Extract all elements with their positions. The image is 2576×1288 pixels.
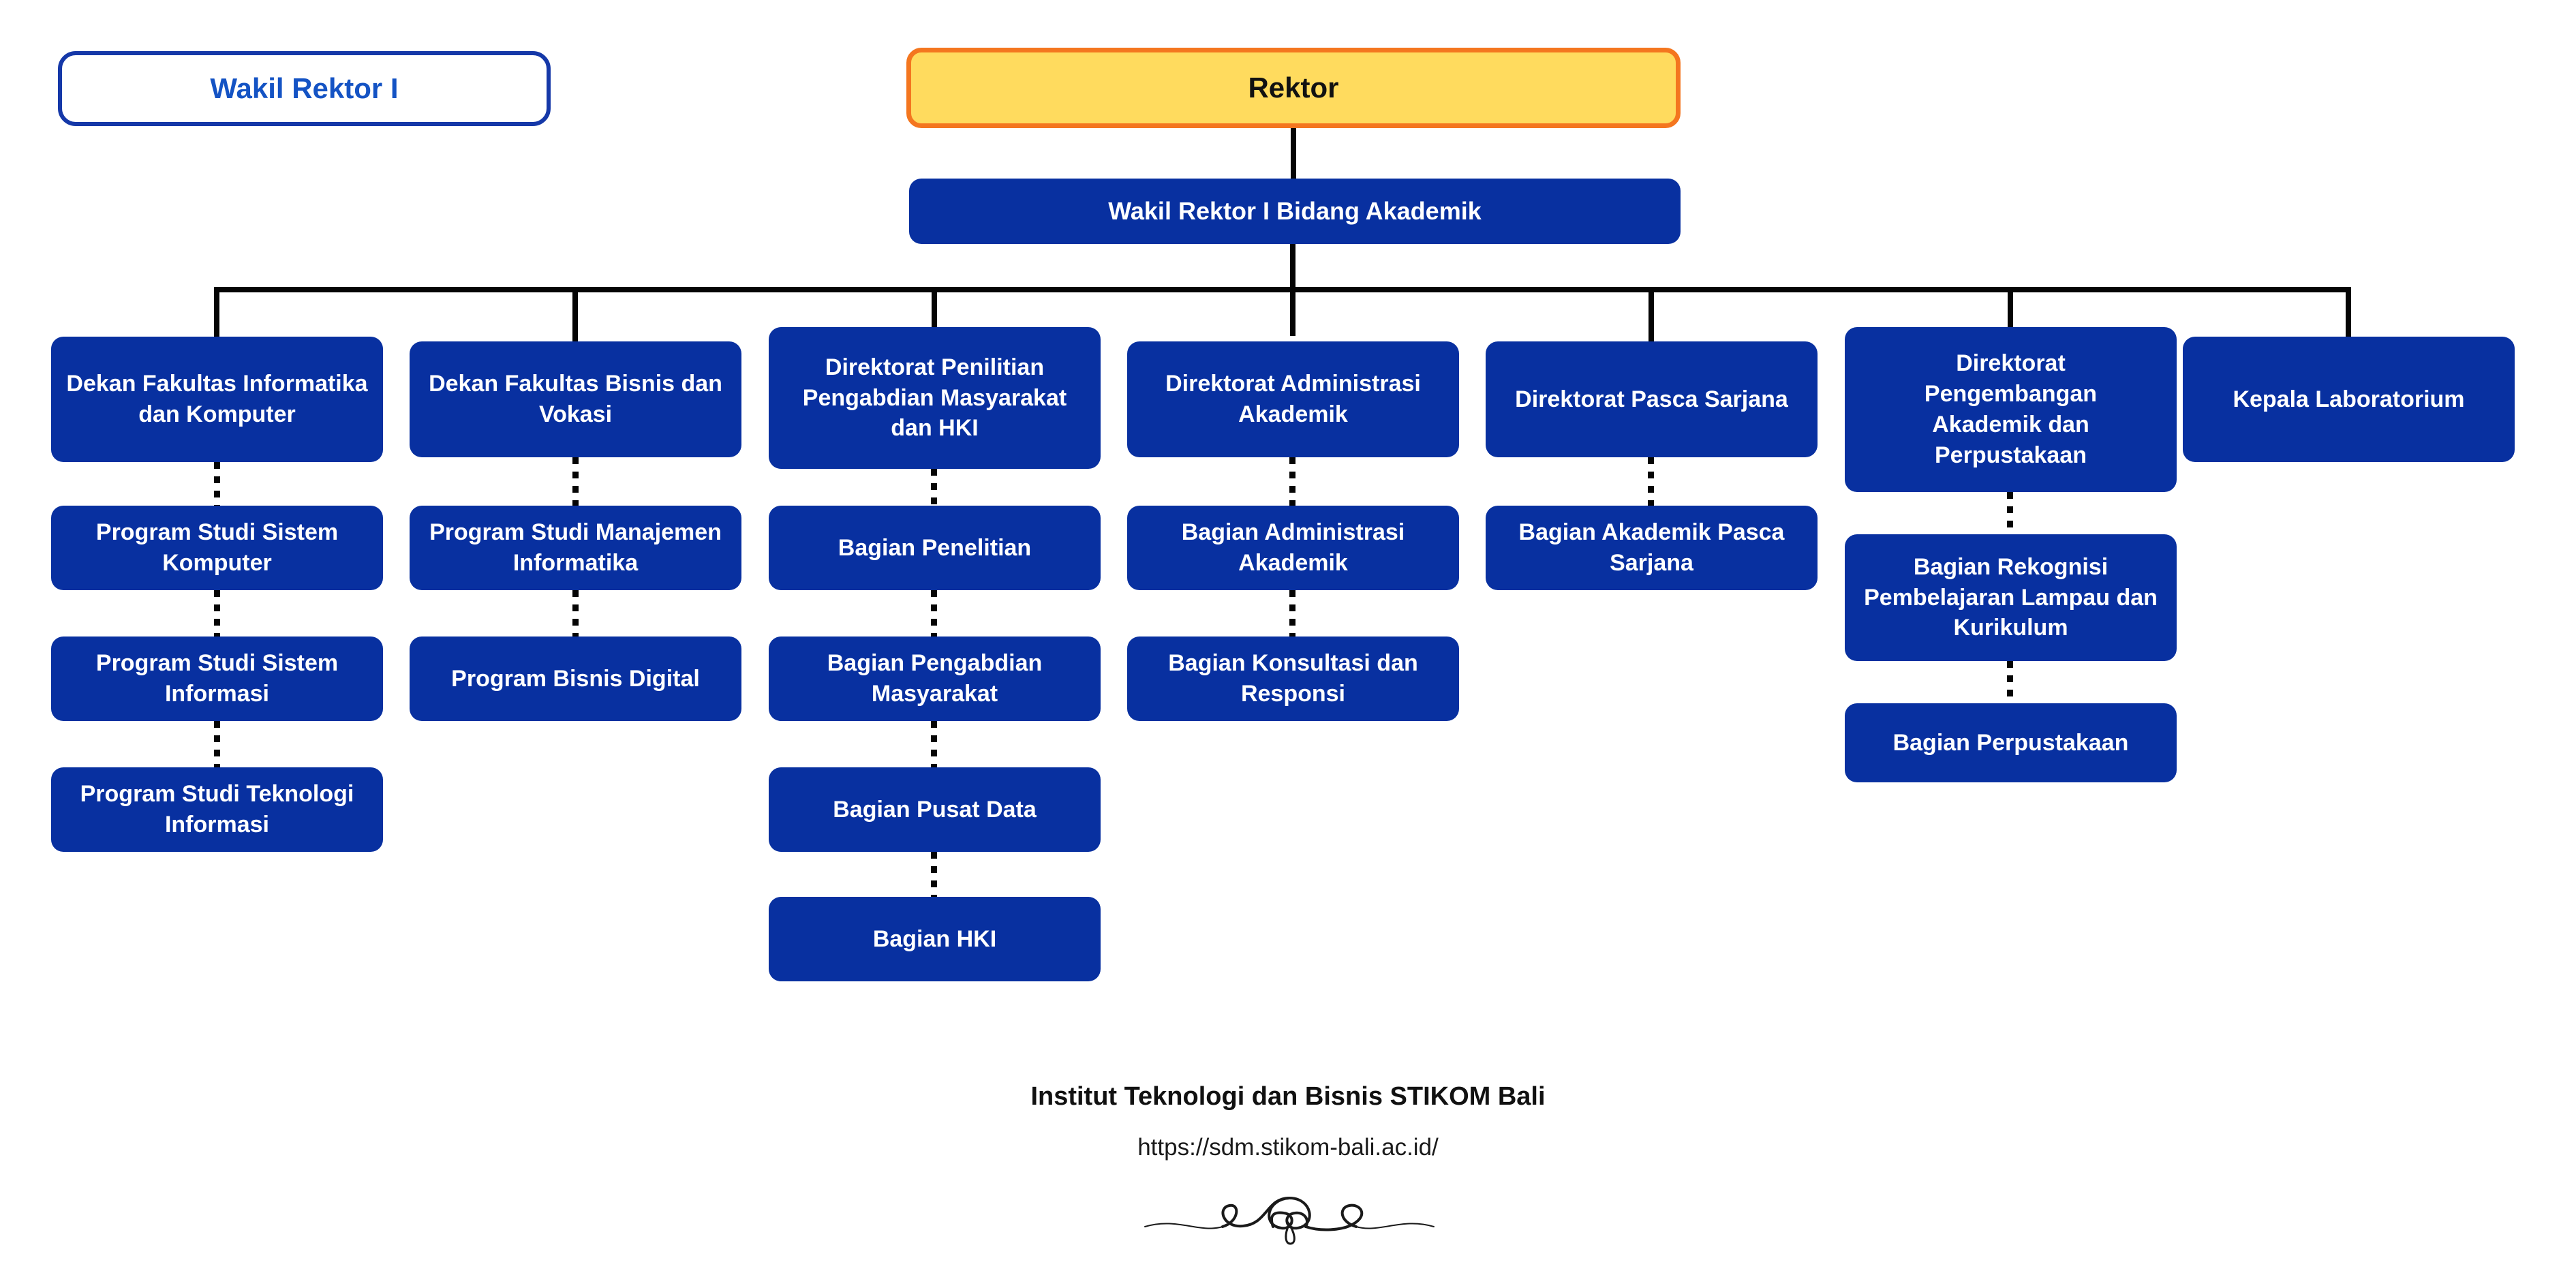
node-bagian-pengabdian-masyarakat: Bagian Pengabdian Masyarakat: [769, 637, 1101, 721]
node-ps-teknologi-informasi: Program Studi Teknologi Informasi: [51, 767, 383, 852]
node-label: Program Studi Teknologi Informasi: [80, 781, 354, 838]
connector-dotted: [214, 590, 220, 637]
node-wakil-rektor-bidang-akademik: Wakil Rektor I Bidang Akademik: [909, 179, 1681, 244]
connector-stub-col1: [214, 287, 219, 337]
node-label: Dekan Fakultas Informatika dan Komputer: [66, 371, 368, 427]
node-label: Kepala Laboratorium: [2233, 386, 2465, 412]
connector-dotted: [2007, 492, 2013, 534]
connector-dotted: [931, 590, 937, 637]
node-dekan-fbv: Dekan Fakultas Bisnis dan Vokasi: [410, 341, 741, 457]
connector-dotted: [931, 852, 937, 897]
node-program-bisnis-digital: Program Bisnis Digital: [410, 637, 741, 721]
node-label: Direktorat Pengembangan Akademik dan Per…: [1924, 350, 2098, 468]
node-rektor: Rektor: [906, 48, 1681, 128]
node-bagian-akademik-pasca-sarjana: Bagian Akademik Pasca Sarjana: [1486, 506, 1818, 590]
connector-rail: [214, 287, 2351, 292]
connector-stub-col3: [932, 287, 937, 327]
node-bagian-konsultasi-responsi: Bagian Konsultasi dan Responsi: [1127, 637, 1459, 721]
node-dekan-fik: Dekan Fakultas Informatika dan Komputer: [51, 337, 383, 462]
node-label: Bagian Konsultasi dan Responsi: [1168, 650, 1418, 707]
node-kepala-laboratorium: Kepala Laboratorium: [2183, 337, 2515, 462]
node-ps-sistem-informasi: Program Studi Sistem Informasi: [51, 637, 383, 721]
connector-dotted: [1289, 590, 1295, 637]
node-label: Bagian Administrasi Akademik: [1181, 519, 1405, 576]
node-bagian-rekognisi: Bagian Rekognisi Pembelajaran Lampau dan…: [1845, 534, 2177, 661]
node-label: Bagian Akademik Pasca Sarjana: [1518, 519, 1785, 576]
node-bagian-administrasi-akademik: Bagian Administrasi Akademik: [1127, 506, 1459, 590]
connector-dotted: [931, 469, 937, 506]
node-direktorat-administrasi-akademik: Direktorat Administrasi Akademik: [1127, 341, 1459, 457]
connector-dotted: [214, 462, 220, 506]
connector-dotted: [1648, 457, 1654, 506]
node-ps-sistem-komputer: Program Studi Sistem Komputer: [51, 506, 383, 590]
node-label: Bagian Perpustakaan: [1892, 729, 2129, 756]
connector-dotted: [572, 590, 579, 637]
node-bagian-hki: Bagian HKI: [769, 897, 1101, 981]
node-label: Bagian Penelitian: [838, 534, 1032, 561]
node-rektor-label: Rektor: [1248, 72, 1339, 104]
wakil-rektor-legend-label: Wakil Rektor I: [210, 72, 399, 104]
node-label: Program Bisnis Digital: [451, 665, 700, 692]
connector-stub-col5: [1649, 287, 1654, 341]
node-label: Program Studi Manajemen Informatika: [429, 519, 722, 576]
node-label: Program Studi Sistem Komputer: [95, 519, 339, 576]
node-direktorat-penelitian-ppm-hki: Direktorat Penilitian Pengabdian Masyara…: [769, 327, 1101, 469]
node-label: Direktorat Penilitian Pengabdian Masyara…: [802, 354, 1067, 442]
node-bagian-perpustakaan: Bagian Perpustakaan: [1845, 703, 2177, 782]
node-label: Program Studi Sistem Informasi: [95, 650, 339, 707]
footer-institution: Institut Teknologi dan Bisnis STIKOM Bal…: [1030, 1082, 1546, 1111]
connector-stub-col6: [2008, 287, 2013, 327]
node-deputy-label: Wakil Rektor I Bidang Akademik: [1108, 197, 1482, 226]
node-bagian-penelitian: Bagian Penelitian: [769, 506, 1101, 590]
footer-url: https://sdm.stikom-bali.ac.id/: [1137, 1134, 1439, 1161]
connector-dotted: [214, 721, 220, 767]
node-direktorat-pasca-sarjana: Direktorat Pasca Sarjana: [1486, 341, 1818, 457]
connector-dotted: [2007, 661, 2013, 703]
node-label: Bagian HKI: [872, 925, 997, 952]
node-label: Bagian Rekognisi Pembelajaran Lampau dan…: [1864, 553, 2158, 641]
node-label: Bagian Pengabdian Masyarakat: [827, 650, 1043, 707]
connector-stub-col2: [572, 287, 578, 341]
node-label: Direktorat Administrasi Akademik: [1165, 371, 1421, 427]
node-label: Bagian Pusat Data: [833, 796, 1037, 823]
connector-dotted: [572, 457, 579, 506]
connector-dotted: [931, 721, 937, 767]
connector-root-deputy: [1291, 128, 1296, 179]
node-direktorat-pengembangan-akademik: Direktorat Pengembangan Akademik dan Per…: [1845, 327, 2177, 492]
flourish-divider-icon: [1144, 1196, 1435, 1245]
node-label: Direktorat Pasca Sarjana: [1515, 386, 1788, 412]
wakil-rektor-legend-box: Wakil Rektor I: [58, 51, 551, 126]
connector-dotted: [1289, 457, 1295, 506]
node-label: Dekan Fakultas Bisnis dan Vokasi: [429, 371, 722, 427]
connector-stub-col7: [2346, 287, 2351, 337]
node-bagian-pusat-data: Bagian Pusat Data: [769, 767, 1101, 852]
node-ps-manajemen-informatika: Program Studi Manajemen Informatika: [410, 506, 741, 590]
